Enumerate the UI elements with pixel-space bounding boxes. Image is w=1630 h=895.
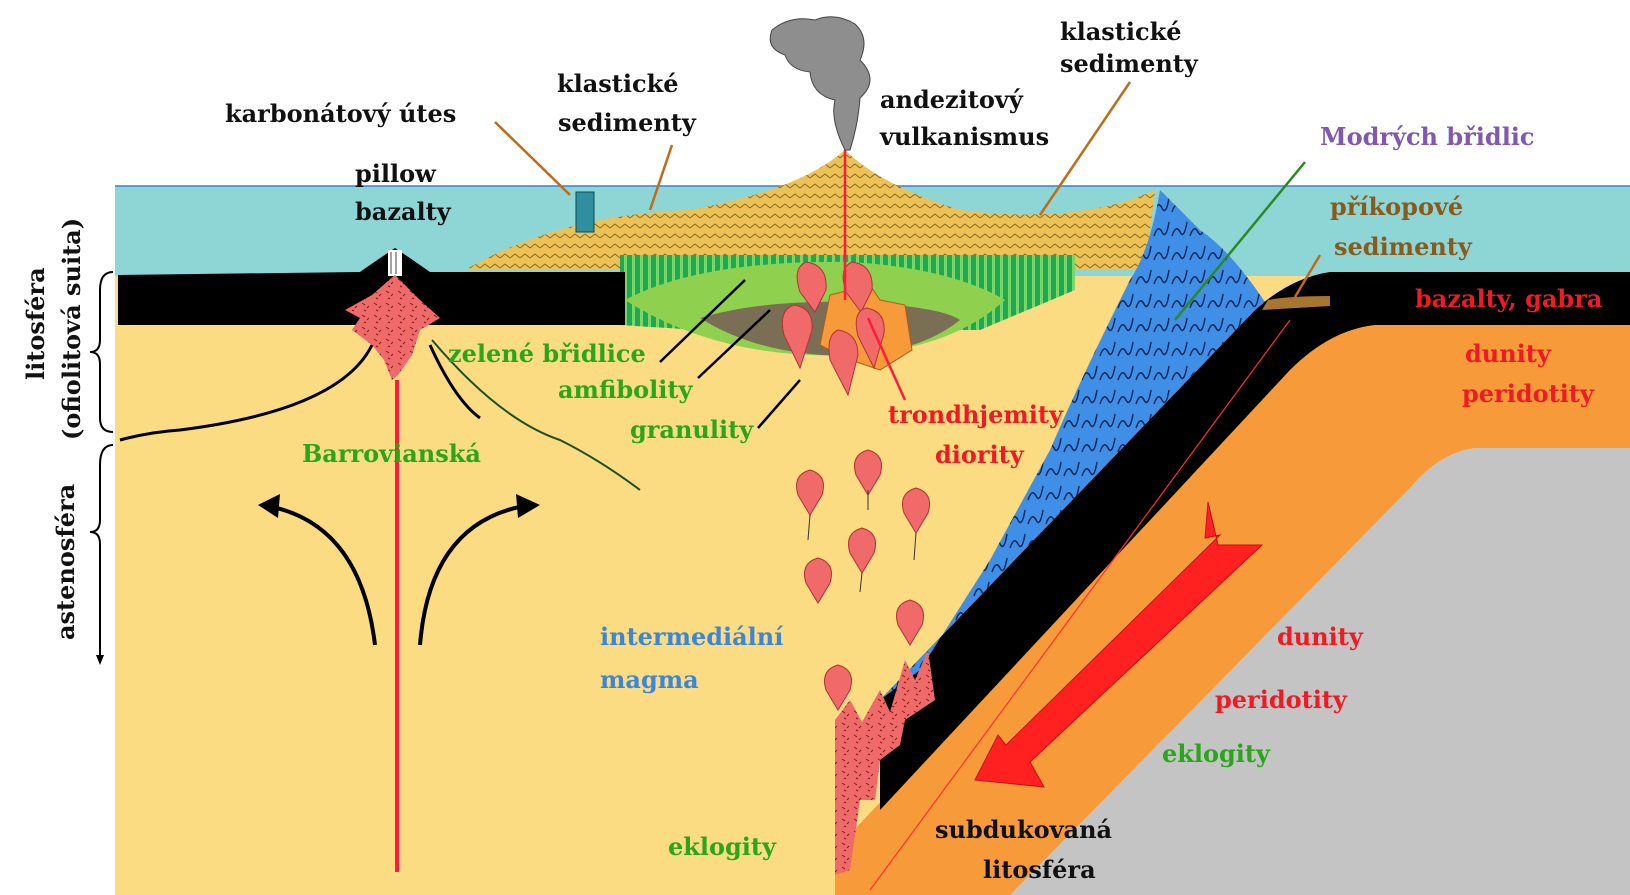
asthenosphere-brace (90, 445, 113, 655)
ridge-axis-vent (388, 250, 402, 276)
label-andezitovy-a: andezitový (880, 85, 1024, 114)
carbonate-reef (576, 192, 594, 232)
label-pillow-a: pillow (355, 159, 437, 188)
label-trondhjemity: trondhjemity (888, 400, 1064, 429)
label-intermedialni-a: intermediální (600, 622, 783, 651)
label-diority: diority (935, 440, 1025, 469)
label-klasticke-sedimenty-1a: klastické (557, 69, 679, 98)
label-granulity: granulity (630, 415, 754, 444)
label-prikopove-a: příkopové (1330, 192, 1463, 221)
label-subdukovana-b: litosféra (983, 855, 1096, 884)
label-litosfera: litosféra (21, 267, 50, 380)
label-peridotity-2: peridotity (1215, 685, 1348, 714)
label-bazalty-gabra: bazalty, gabra (1415, 284, 1602, 313)
label-intermedialni-b: magma (600, 665, 699, 694)
label-astenosfera: astenosféra (51, 484, 80, 640)
label-prikopove-b: sedimenty (1334, 232, 1473, 261)
label-ofiolitova-suita: (ofiolitová suita) (57, 218, 86, 440)
label-dunity-2: dunity (1277, 622, 1364, 651)
label-andezitovy-b: vulkanismus (879, 122, 1049, 151)
label-eklogity-2: eklogity (668, 832, 777, 861)
label-eklogity-1: eklogity (1162, 739, 1271, 768)
label-pillow-b: bazalty (355, 197, 452, 226)
label-zelene-bridlice: zelené břidlice (448, 339, 646, 368)
label-klasticke-sedimenty-1b: sedimenty (558, 108, 697, 137)
label-karbonatovy-utes: karbonátový útes (225, 99, 456, 128)
eruption-plume (770, 17, 870, 150)
label-subdukovana-a: subdukovaná (935, 815, 1112, 844)
label-amfibolity: amfibolity (558, 375, 694, 404)
label-klasticke-sedimenty-2b: sedimenty (1060, 49, 1199, 78)
lithosphere-brace (90, 272, 113, 432)
label-barrovianska: Barrovianská (302, 439, 481, 468)
label-peridotity-1: peridotity (1462, 379, 1595, 408)
label-klasticke-sedimenty-2a: klastické (1060, 17, 1182, 46)
label-dunity-1: dunity (1465, 339, 1552, 368)
label-modrych-bridlic: Modrých břidlic (1320, 122, 1535, 151)
